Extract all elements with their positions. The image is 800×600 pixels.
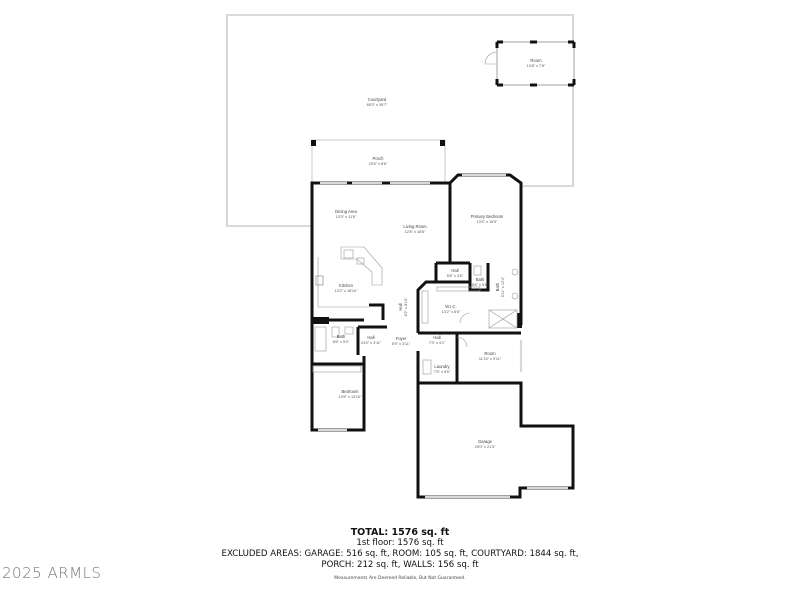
room-dimensions: 11'10" x 9'11"	[479, 357, 502, 361]
room-name: Laundry	[434, 364, 450, 369]
fixtures	[312, 265, 519, 375]
room-dimensions: 5'11" x 12'4"	[501, 276, 505, 297]
room-dimensions: 5'8" x 3'6"	[447, 274, 464, 278]
room-dimensions: 13'2" x 18'10"	[335, 289, 359, 293]
room-name: Porch	[373, 156, 385, 161]
room-dimensions: 65'3" x 39'7"	[367, 103, 388, 107]
room-dimensions: 13'6" x 13'10"	[339, 395, 363, 399]
excluded-areas-line-1: EXCLUDED AREAS: GARAGE: 516 sq. ft, ROOM…	[221, 549, 579, 559]
room-name: Bath	[476, 277, 485, 282]
room-name: Room	[530, 58, 542, 63]
room-dimensions: 7'5" x 5'6"	[434, 370, 451, 374]
room-dimensions: 8'2" x 8'10"	[404, 297, 408, 316]
room-name: Bedroom	[342, 389, 360, 394]
room-dimensions: 7'3" x 4'1"	[429, 341, 446, 345]
room-name: Foyer	[396, 336, 407, 341]
room-dimensions: 5'6" x 5'6"	[472, 283, 489, 287]
room-name: Dining Area	[335, 209, 357, 214]
detached-room	[484, 40, 576, 87]
area-summary: TOTAL: 1576 sq. ft 1st floor: 1576 sq. f…	[200, 527, 600, 581]
room-label-wic: W.I.C.13'2" x 8'6"	[442, 304, 461, 314]
room-dimensions: 4'10" x 3'11"	[361, 341, 382, 345]
room-dimensions: 13'8" x 7'8"	[527, 64, 546, 68]
room-name: Hall	[398, 303, 403, 310]
excluded-areas-line-2: PORCH: 212 sq. ft, WALLS: 156 sq. ft	[321, 560, 479, 570]
room-name: Hall	[367, 335, 374, 340]
room-name: Bath	[495, 282, 500, 291]
room-dimensions: 12'8" x 18'6"	[405, 230, 426, 234]
room-name: Kitchen	[339, 283, 354, 288]
room-dimensions: 13'3" x 16'5"	[477, 220, 498, 224]
total-area: TOTAL: 1576 sq. ft	[350, 527, 450, 538]
windows	[318, 173, 568, 499]
disclaimer: Measurements Are Deemed Reliable, But No…	[334, 576, 466, 581]
room-dimensions: 13'3" x 11'6"	[336, 215, 357, 219]
room-name: Garage	[478, 439, 493, 444]
room-dimensions: 13'2" x 8'6"	[442, 310, 461, 314]
wall-block	[517, 313, 522, 328]
room-name: Living Room	[403, 224, 427, 229]
room-dimensions: 5'9" x 3'11"	[392, 342, 411, 346]
room-name: Courtyard	[368, 97, 387, 102]
room-name: Hall	[433, 335, 440, 340]
room-name: Primary Bedroom	[471, 214, 504, 219]
wall-block	[312, 317, 329, 324]
room-dimensions: 25'5" x 8'8"	[369, 162, 388, 166]
room-name: Hall	[451, 268, 458, 273]
room-name: Bath	[337, 334, 346, 339]
watermark: 2025 ARMLS	[2, 564, 102, 582]
room-name: Room	[484, 351, 496, 356]
kitchen-island	[315, 246, 383, 308]
room-dimensions: 25'0" x 21'3"	[475, 445, 496, 449]
room-dimensions: 8'6" x 5'0"	[333, 340, 350, 344]
room-name: W.I.C.	[445, 304, 456, 309]
first-floor-area: 1st floor: 1576 sq. ft	[356, 538, 444, 548]
